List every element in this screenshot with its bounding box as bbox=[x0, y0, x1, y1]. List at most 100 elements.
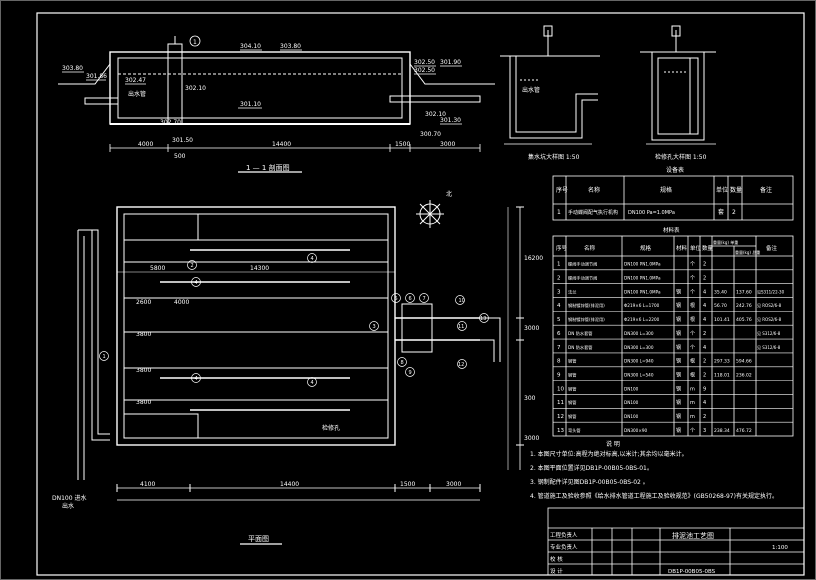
svg-text:重量(kg) 总重: 重量(kg) 总重 bbox=[735, 249, 760, 255]
svg-text:名称: 名称 bbox=[588, 186, 600, 194]
level-12: 301.30 bbox=[440, 117, 461, 124]
material-cell: 6 bbox=[557, 331, 561, 337]
material-cell: DN100 bbox=[624, 414, 639, 419]
level-10: 303.80 bbox=[280, 43, 301, 50]
material-cell: m bbox=[690, 386, 695, 392]
material-cell: 见 S312/6-8 bbox=[757, 331, 781, 336]
title-block bbox=[547, 507, 805, 576]
material-cell: 钢管 bbox=[568, 385, 576, 392]
material-cell: DN100 PN1.0MPa bbox=[624, 276, 661, 281]
svg-text:序号: 序号 bbox=[556, 244, 568, 252]
detail-b-text: 检修孔大样图 1:50 bbox=[655, 153, 707, 161]
equipment-table-text: 设备表 序号 名称 规格 单位 数量 备注 1 手动蝶阀配气执行机构 DN100… bbox=[556, 166, 772, 216]
notes: 说 明 1. 本图尺寸单位:高程为绝对标高,以米计;其余均以毫米计。 2. 本图… bbox=[530, 440, 778, 500]
material-cell: 钢制镀锌管(排泥用) bbox=[568, 316, 605, 323]
material-cell: 钢 bbox=[676, 288, 681, 295]
plan-title: 平面图 bbox=[248, 535, 269, 543]
material-cell: 137.60 bbox=[736, 289, 752, 295]
level-11: 300.70 bbox=[420, 131, 441, 138]
material-cell: 个 bbox=[690, 428, 695, 434]
plan-left-sub: 出水 bbox=[62, 502, 74, 510]
material-cell: DN100 PN1.0MPa bbox=[624, 262, 661, 267]
section-title: 1 — 1 剖面图 bbox=[246, 163, 290, 172]
section-dim-3: 1500 bbox=[395, 141, 410, 148]
material-cell: 4 bbox=[703, 303, 706, 309]
level-2: 301.86 bbox=[86, 73, 107, 80]
material-cell: 405.76 bbox=[736, 317, 752, 323]
tank-section-inner bbox=[117, 57, 403, 119]
material-cell: DN100 PN1.0MPa bbox=[624, 289, 661, 294]
plan-dim-bottom-3: 1500 bbox=[400, 481, 415, 488]
material-cell: 见 S312/6-8 bbox=[757, 345, 781, 350]
note-3: 3. 钢制配件详见图DB1P-00B05-0BS-02 。 bbox=[530, 478, 649, 486]
material-cell: 2 bbox=[703, 331, 706, 337]
svg-text:设 计: 设 计 bbox=[550, 567, 563, 575]
material-cell: 个 bbox=[690, 262, 695, 268]
material-cell: DN300 L=300 bbox=[624, 345, 654, 350]
level-5: 302.70 bbox=[160, 119, 181, 126]
valve-chamber bbox=[401, 303, 433, 353]
material-cell: 蝶阀手动调节阀 bbox=[568, 261, 597, 268]
plan-right-dim-4: 3000 bbox=[524, 435, 539, 442]
title-block-text: 排泥池工艺图 工程负责人 专业负责人 校 核 设 计 1:100 DB1P-00… bbox=[550, 531, 788, 575]
note-2: 2. 本图平面位置详见DB1P-00B05-0BS-01。 bbox=[530, 464, 653, 472]
section-dim-5: 500 bbox=[174, 153, 186, 160]
material-cell: 2 bbox=[703, 372, 706, 378]
section-dim-2: 14400 bbox=[272, 141, 291, 148]
material-cell: DN300 L=540 bbox=[624, 372, 654, 377]
svg-text:材料: 材料 bbox=[676, 244, 688, 252]
material-cell: 4 bbox=[703, 289, 706, 295]
detail-a-title: 集水坑大样图 1:50 bbox=[528, 153, 580, 161]
material-cell: 钢制镀锌管(排泥用) bbox=[568, 302, 605, 309]
plan-right-dim-1: 16200 bbox=[524, 255, 543, 262]
detail-b-title: 检修孔大样图 1:50 bbox=[655, 153, 707, 161]
level-3: 302.47 bbox=[125, 77, 146, 84]
material-cell: 个 bbox=[690, 331, 695, 337]
svg-text:工程负责人: 工程负责人 bbox=[550, 531, 578, 539]
drawing-number: DB1P-00B05-0BS bbox=[668, 569, 716, 575]
svg-text:4: 4 bbox=[311, 380, 314, 386]
level-9: 301.90 bbox=[440, 59, 461, 66]
material-table-head: 材料表 序号 名称 规格 材料 单位 数量 重量(kg) 单重 重量(kg) 总… bbox=[556, 226, 778, 255]
plan-dim-top-3: 2600 bbox=[136, 299, 151, 306]
svg-text:备注: 备注 bbox=[766, 244, 778, 252]
svg-text:专业负责人: 专业负责人 bbox=[550, 543, 578, 551]
level-15: 301.50 bbox=[172, 137, 193, 144]
material-cell: 594.66 bbox=[736, 359, 752, 365]
svg-text:3: 3 bbox=[373, 324, 376, 330]
material-cell: 钢管 bbox=[568, 358, 576, 365]
material-cell: 法兰 bbox=[568, 288, 576, 295]
plan-dim-top-4: 4000 bbox=[174, 299, 189, 306]
outlet-pipe bbox=[389, 95, 481, 103]
material-cell: 钢 bbox=[676, 344, 681, 351]
material-cell: 蝶阀手动调节阀 bbox=[568, 275, 597, 282]
material-cell: 56.70 bbox=[714, 303, 727, 309]
svg-text:8: 8 bbox=[401, 360, 404, 366]
svg-text:重量(kg) 单重: 重量(kg) 单重 bbox=[713, 239, 738, 245]
section-callout: 1 bbox=[189, 35, 201, 47]
drawing-title: 排泥池工艺图 bbox=[672, 531, 714, 540]
svg-text:2: 2 bbox=[191, 263, 194, 269]
material-cell: 236.02 bbox=[736, 372, 752, 378]
inlet-well bbox=[167, 43, 183, 125]
svg-text:11: 11 bbox=[458, 324, 464, 330]
material-cell: 钢 bbox=[676, 316, 681, 323]
material-cell: 个 bbox=[690, 289, 695, 295]
material-cell: 8 bbox=[557, 359, 561, 365]
material-cell: DN300 L=300 bbox=[624, 331, 654, 336]
material-cell: 3 bbox=[703, 428, 706, 434]
material-cell: 2 bbox=[703, 262, 706, 268]
material-cell: 钢 bbox=[676, 371, 681, 378]
section-dim-1: 4000 bbox=[138, 141, 153, 148]
material-cell: 2 bbox=[703, 359, 706, 365]
material-cell: 钢 bbox=[676, 385, 681, 392]
material-table-title: 材料表 bbox=[663, 226, 680, 234]
svg-text:规格: 规格 bbox=[660, 186, 672, 194]
plan-view bbox=[77, 200, 524, 545]
material-cell: 9 bbox=[557, 372, 561, 378]
plan-note-label: 检修孔 bbox=[322, 424, 340, 432]
plan-dim-top-2: 14300 bbox=[250, 265, 269, 272]
material-cell: 13 bbox=[557, 428, 564, 434]
material-cell: 个 bbox=[690, 345, 695, 351]
svg-text:1: 1 bbox=[103, 354, 106, 360]
